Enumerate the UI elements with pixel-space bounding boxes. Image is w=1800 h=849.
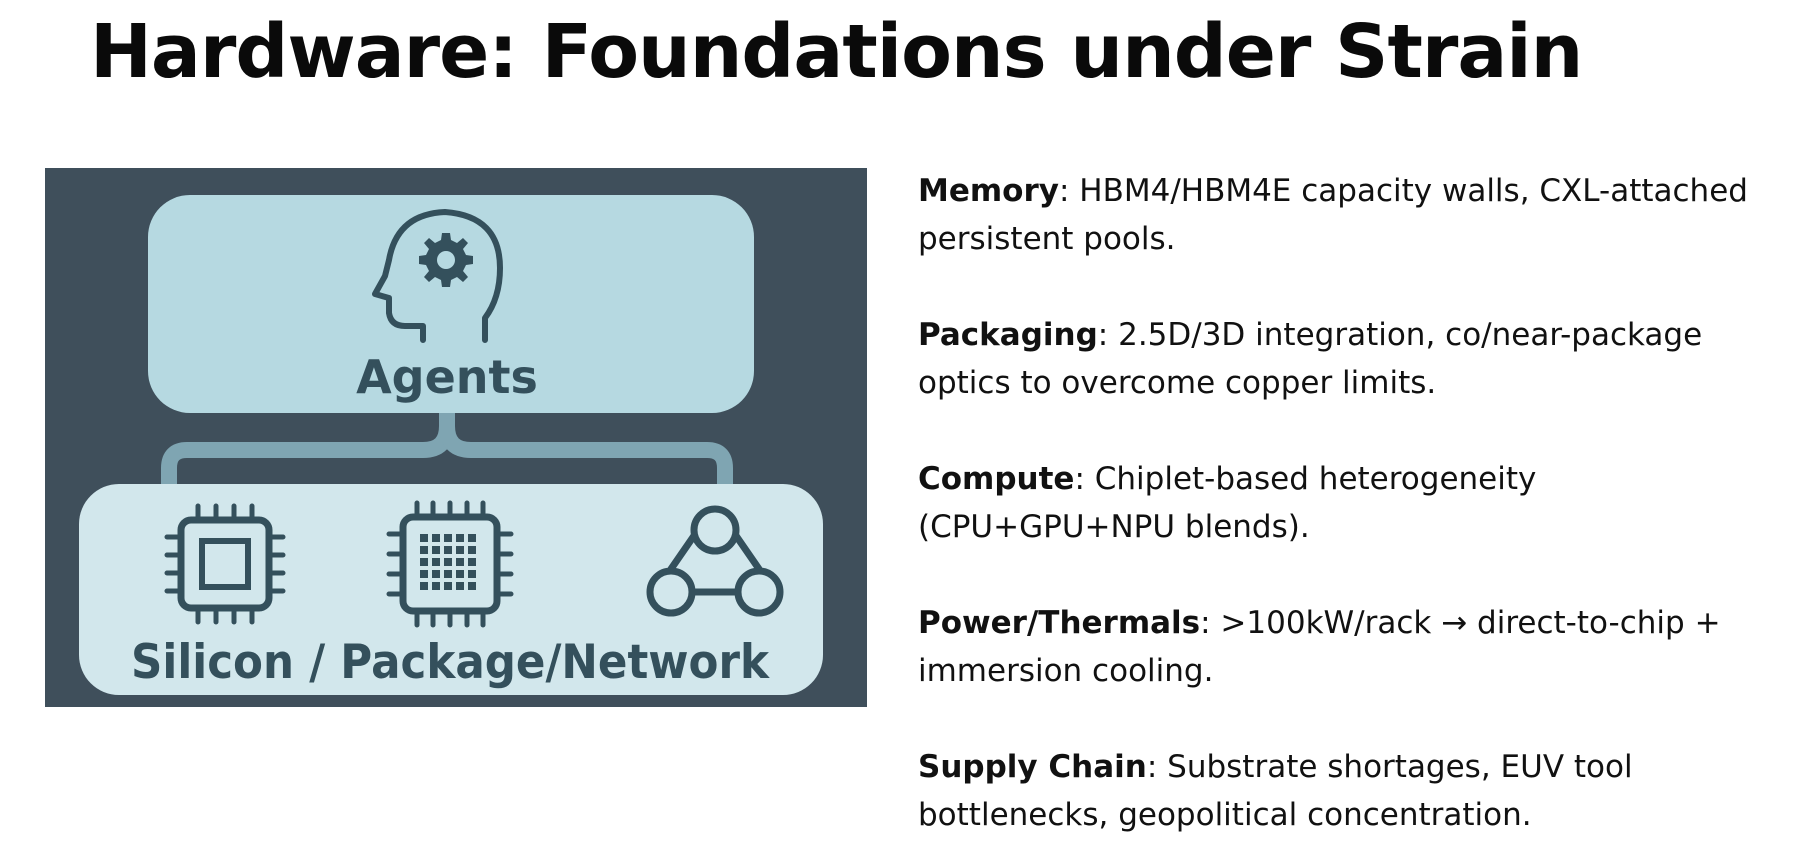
cpu-chip-icon: [164, 503, 286, 625]
agents-panel: [148, 195, 754, 413]
network-triangle-icon: [646, 505, 784, 617]
bullet-text: : Chiplet-based heterogeneity (CPU+GPU+N…: [918, 461, 1537, 545]
hardware-label: Silicon / Package/Network: [131, 635, 771, 690]
bullet-memory: Memory: HBM4/HBM4E capacity walls, CXL-a…: [918, 167, 1768, 263]
bullet-term: Packaging: [918, 317, 1098, 353]
bullet-power-thermals: Power/Thermals: >100kW/rack → direct-to-…: [918, 599, 1768, 695]
bullet-text: : 2.5D/3D integration, co/near-package o…: [918, 317, 1703, 401]
bullet-term: Power/Thermals: [918, 605, 1201, 641]
stack-diagram-svg: Agents: [79, 195, 823, 695]
bullet-list: Memory: HBM4/HBM4E capacity walls, CXL-a…: [918, 167, 1768, 839]
bullet-term: Compute: [918, 461, 1075, 497]
bullet-text: : >100kW/rack → direct-to-chip + immersi…: [918, 605, 1721, 689]
slide-title: Hardware: Foundations under Strain: [90, 9, 1583, 95]
agents-label: Agents: [356, 350, 538, 404]
bullet-supply-chain: Supply Chain: Substrate shortages, EUV t…: [918, 743, 1768, 839]
bullet-term: Supply Chain: [918, 749, 1147, 785]
bullet-text: : HBM4/HBM4E capacity walls, CXL-attache…: [918, 173, 1748, 257]
head-gear-icon: [372, 209, 503, 343]
processor-grid-icon: [386, 500, 514, 628]
bullet-compute: Compute: Chiplet-based heterogeneity (CP…: [918, 455, 1768, 551]
bullet-packaging: Packaging: 2.5D/3D integration, co/near-…: [918, 311, 1768, 407]
bullet-text: : Substrate shortages, EUV tool bottlene…: [918, 749, 1633, 833]
stack-diagram: Agents: [45, 168, 867, 707]
layer-connector: [161, 398, 733, 494]
bullet-term: Memory: [918, 173, 1059, 209]
